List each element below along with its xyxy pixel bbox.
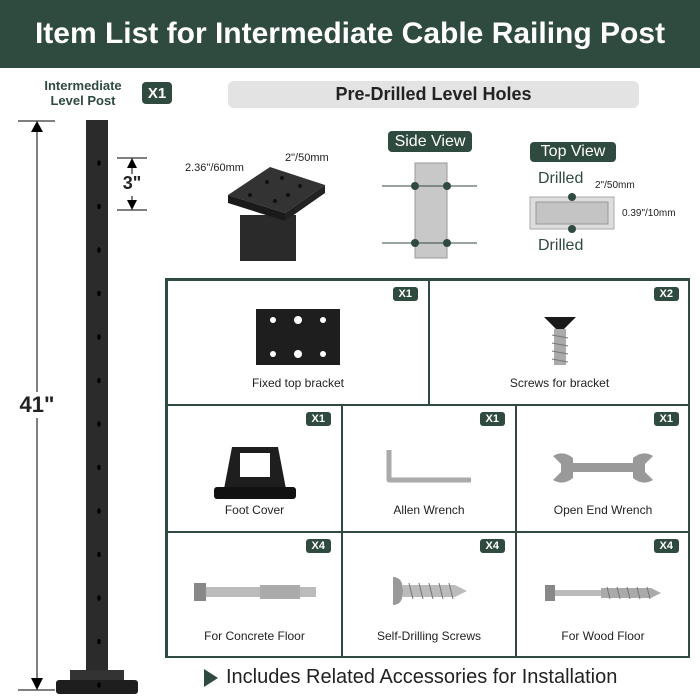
post-illustration: /* holes drawn below */ — [18, 120, 147, 694]
post-height-label: 41" — [2, 392, 72, 418]
item-foot-cover: X1 Foot Cover — [167, 405, 342, 532]
post-top-bracket-illustration — [228, 167, 325, 261]
post-hole — [97, 247, 101, 253]
qty-badge: X2 — [653, 287, 679, 301]
post-hole — [97, 508, 101, 514]
item-allen-wrench: X1 Allen Wrench — [342, 405, 516, 532]
post-qty-badge: X1 — [142, 82, 172, 104]
post-label-line1: Intermediate — [44, 78, 122, 93]
post-label: Intermediate Level Post — [28, 78, 138, 108]
drilled-bottom-label: Drilled — [538, 237, 584, 254]
item-label: For Wood Floor — [561, 629, 645, 643]
top-view-label: Top View — [530, 142, 616, 162]
item-screws-for-bracket: X2 Screws for bracket — [429, 280, 690, 405]
post-hole — [97, 595, 101, 601]
item-concrete-anchor: X4 For Concrete Floor — [167, 532, 342, 658]
top-view-diagram — [529, 193, 615, 233]
item-label: Fixed top bracket — [251, 376, 345, 390]
hole-spacing-label: 3" — [122, 173, 142, 193]
bracket-dim-a: 2.36"/60mm — [185, 162, 244, 174]
footer-note: Includes Related Accessories for Install… — [204, 666, 617, 689]
qty-badge: X1 — [479, 412, 505, 426]
qty-badge: X1 — [653, 412, 679, 426]
item-label: Allen Wrench — [393, 503, 465, 517]
allen-wrench-icon — [386, 450, 471, 483]
item-self-drilling-screws: X4 Self-Drilling Screws — [342, 532, 516, 658]
post-hole — [97, 551, 101, 558]
top-view-width: 2"/50mm — [595, 180, 635, 191]
post-hole — [97, 290, 101, 297]
drilled-top-label: Drilled — [538, 170, 584, 187]
self-drilling-screw-icon — [393, 577, 467, 605]
qty-badge: X4 — [479, 539, 505, 553]
item-fixed-top-bracket: X1 Fixed top bracket — [167, 280, 429, 405]
qty-badge: X1 — [305, 412, 331, 426]
item-label: Screws for bracket — [509, 376, 610, 390]
item-open-end-wrench: X1 Open End Wrench — [516, 405, 690, 532]
foot-cover-icon — [213, 447, 296, 499]
side-view-diagram — [382, 162, 477, 259]
lag-screw-icon — [545, 585, 661, 601]
bracket-plate-icon — [256, 309, 340, 365]
top-view-thickness: 0.39"/10mm — [622, 208, 676, 219]
post-hole — [97, 682, 101, 688]
qty-badge: X4 — [653, 539, 679, 553]
post-hole — [97, 638, 101, 645]
post-hole — [97, 421, 101, 427]
footer-text: Includes Related Accessories for Install… — [226, 666, 618, 688]
page-title: Item List for Intermediate Cable Railing… — [0, 0, 700, 68]
post-hole — [97, 334, 101, 340]
side-view-label: Side View — [388, 131, 472, 152]
post-hole — [97, 377, 101, 384]
accessory-grid: X1 Fixed top bracket X2 Screws for brack… — [165, 278, 690, 658]
screw-icon — [543, 317, 576, 365]
qty-badge: X1 — [392, 287, 418, 301]
item-label: For Concrete Floor — [204, 629, 305, 643]
qty-badge: X4 — [305, 539, 331, 553]
item-wood-lag-screw: X4 For Wood Floor — [516, 532, 690, 658]
bracket-dim-b: 2"/50mm — [285, 152, 329, 164]
item-label: Self-Drilling Screws — [376, 629, 482, 643]
concrete-anchor-icon — [193, 583, 316, 601]
triangle-bullet-icon — [204, 668, 218, 687]
post-hole — [97, 160, 101, 166]
post-hole — [97, 464, 101, 471]
item-label: Open End Wrench — [553, 503, 653, 517]
item-label: Foot Cover — [224, 503, 285, 517]
pre-drilled-title: Pre-Drilled Level Holes — [228, 81, 639, 108]
open-end-wrench-icon — [553, 453, 653, 483]
post-hole — [97, 203, 101, 210]
post-label-line2: Level Post — [50, 93, 116, 108]
